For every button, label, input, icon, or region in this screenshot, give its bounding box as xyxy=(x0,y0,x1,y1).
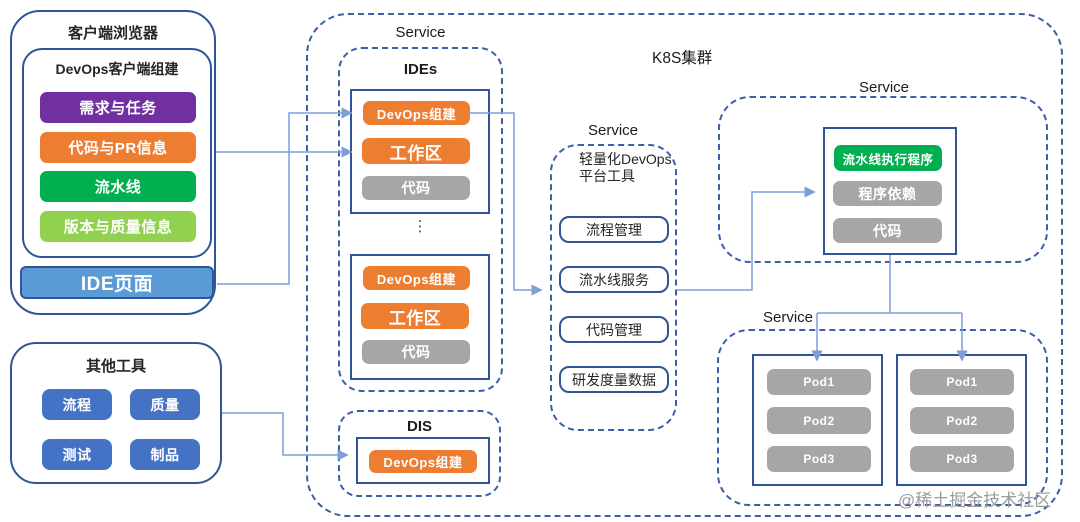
other-tools-title: 其他工具 xyxy=(85,358,146,375)
devops-client-title: DevOps客户端组建 xyxy=(55,61,179,77)
platform-box xyxy=(550,144,677,431)
ides-ellipsis: ⋮ xyxy=(412,218,428,235)
chip-code: 代码 xyxy=(362,340,470,364)
pod-item: Pod3 xyxy=(767,446,871,472)
dis-title: DIS xyxy=(406,418,432,435)
tool-test: 测试 xyxy=(42,439,112,470)
tool-artifact: 制品 xyxy=(130,439,200,470)
chip-code: 代码 xyxy=(362,176,470,200)
chip-devops-component: DevOps组建 xyxy=(363,266,470,290)
chip-devops-component: DevOps组建 xyxy=(369,450,477,473)
chip-devops-component: DevOps组建 xyxy=(363,101,470,125)
pod-item: Pod3 xyxy=(910,446,1014,472)
chip-code: 代码 xyxy=(833,218,942,243)
tool-quality: 质量 xyxy=(130,389,200,420)
platform-item-pipeline-service: 流水线服务 xyxy=(559,266,669,293)
ides-title: IDEs xyxy=(403,61,438,78)
pod-item: Pod1 xyxy=(910,369,1014,395)
pod-item: Pod2 xyxy=(910,407,1014,434)
platform-title: 轻量化DevOps 平台工具 xyxy=(579,151,674,185)
chip-program-dependencies: 程序依赖 xyxy=(833,181,942,206)
chip-version-quality: 版本与质量信息 xyxy=(40,211,196,242)
service-label-ides: Service xyxy=(395,24,446,41)
watermark: @稀土掘金技术社区 xyxy=(898,491,1052,510)
chip-pipeline: 流水线 xyxy=(40,171,196,202)
platform-item-rd-metrics: 研发度量数据 xyxy=(559,366,669,393)
platform-title-line1: 轻量化DevOps xyxy=(579,151,672,167)
pods-box xyxy=(717,329,1048,506)
platform-title-line2: 平台工具 xyxy=(579,167,635,184)
service-label-platform: Service xyxy=(587,122,639,139)
platform-item-code-mgmt: 代码管理 xyxy=(559,316,669,343)
chip-workspace: 工作区 xyxy=(362,138,470,164)
client-browser-title: 客户端浏览器 xyxy=(67,25,158,42)
platform-item-process-mgmt: 流程管理 xyxy=(559,216,669,243)
pod-item: Pod1 xyxy=(767,369,871,395)
chip-code-pr-info: 代码与PR信息 xyxy=(40,132,196,163)
ide-page-button: IDE页面 xyxy=(20,266,214,299)
service-label-executor: Service xyxy=(858,79,910,96)
chip-requirements-tasks: 需求与任务 xyxy=(40,92,196,123)
pod-item: Pod2 xyxy=(767,407,871,434)
k8s-cluster-title: K8S集群 xyxy=(652,50,713,67)
chip-pipeline-executor: 流水线执行程序 xyxy=(834,145,942,171)
chip-workspace: 工作区 xyxy=(361,303,469,329)
service-label-pods: Service xyxy=(763,309,814,326)
tool-process: 流程 xyxy=(42,389,112,420)
